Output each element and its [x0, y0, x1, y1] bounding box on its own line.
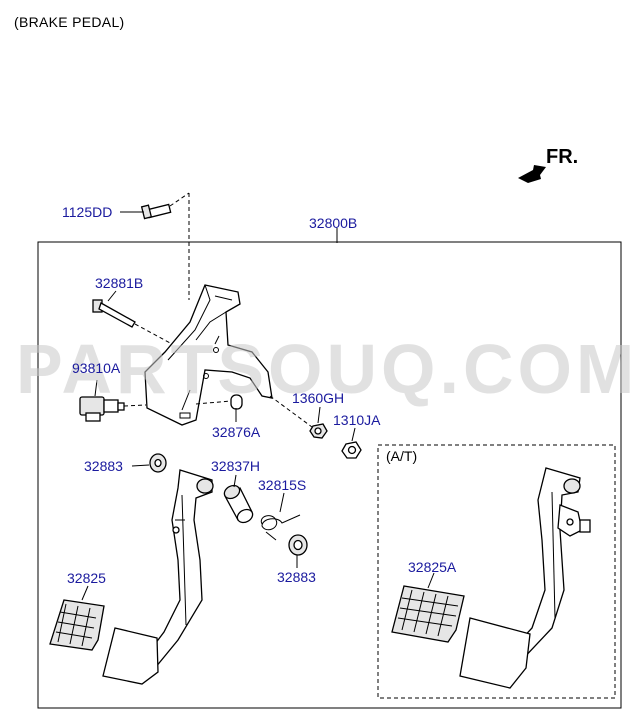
part-label-32815s[interactable]: 32815S — [258, 477, 306, 493]
part-label-1360gh[interactable]: 1360GH — [292, 390, 344, 406]
bolt-1125dd — [120, 192, 190, 300]
bushing-32883-upper — [131, 453, 167, 473]
part-label-93810a[interactable]: 93810A — [72, 360, 121, 376]
watermark: PARTSOUQ.COM — [16, 330, 638, 408]
brake-pedal-arm — [102, 469, 214, 685]
stop-lamp-switch-93810a — [79, 379, 147, 422]
front-direction-label: FR. — [546, 146, 579, 168]
pedal-pad-rubber-32825 — [49, 585, 105, 651]
bushing-32837h — [223, 474, 254, 524]
part-label-32800b[interactable]: 32800B — [309, 215, 357, 231]
part-label-32881b[interactable]: 32881B — [95, 275, 143, 291]
part-label-32837h[interactable]: 32837H — [211, 458, 260, 474]
part-label-1125dd[interactable]: 1125DD — [62, 204, 112, 220]
part-label-32883-lower[interactable]: 32883 — [277, 569, 316, 585]
part-label-32876a[interactable]: 32876A — [212, 424, 261, 440]
part-label-32825[interactable]: 32825 — [67, 570, 106, 586]
diagram-title: (BRAKE PEDAL) — [14, 14, 125, 30]
pedal-pad-rubber-32825a — [391, 572, 465, 643]
nut-1360gh — [269, 395, 328, 439]
front-arrow-icon — [518, 165, 546, 183]
at-option-label: (A/T) — [386, 448, 417, 464]
pedal-bracket — [144, 284, 273, 426]
bolt-32881b — [92, 290, 173, 345]
stopper-32876a — [195, 394, 243, 422]
return-spring-32815s — [260, 492, 301, 541]
assembly-box — [37, 241, 622, 709]
nut-1310ja — [341, 427, 362, 459]
at-brake-pedal-arm — [459, 467, 591, 689]
bushing-32883-lower — [288, 534, 308, 568]
part-label-1310ja[interactable]: 1310JA — [333, 412, 381, 428]
part-label-32825a[interactable]: 32825A — [408, 559, 457, 575]
part-label-32883-upper[interactable]: 32883 — [84, 458, 123, 474]
